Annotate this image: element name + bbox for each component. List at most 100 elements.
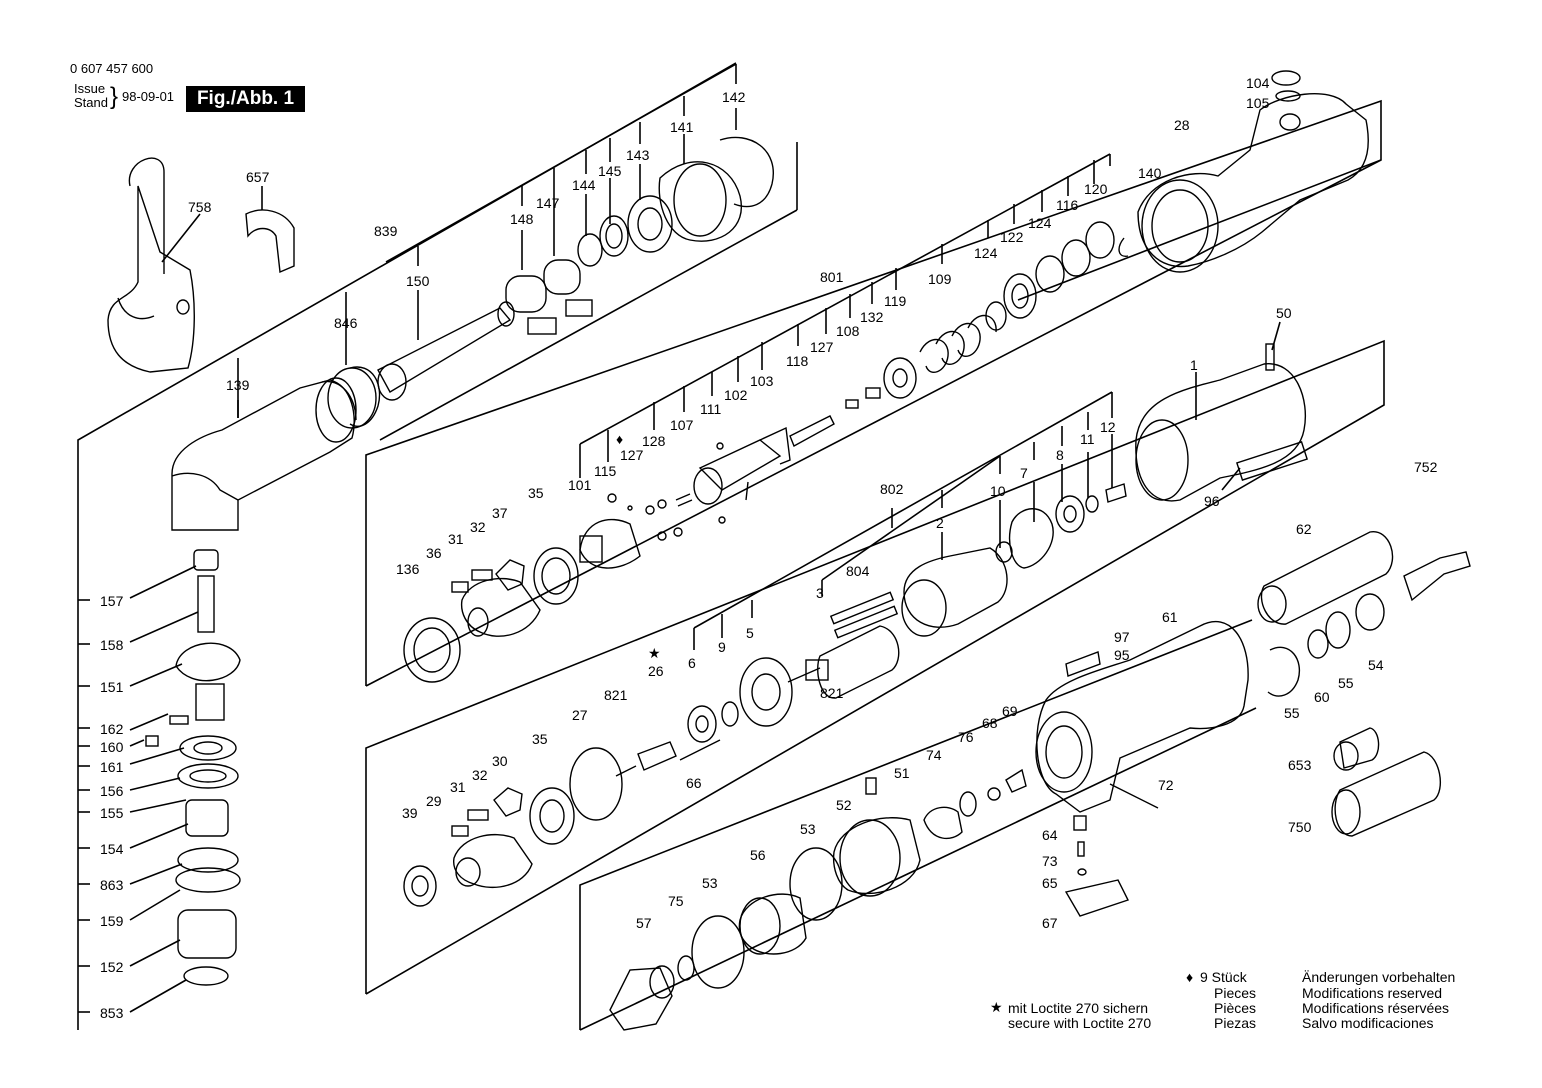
hanger-bracket (128, 157, 165, 274)
label-52: 52 (836, 797, 852, 813)
label-3: 3 (816, 585, 824, 601)
changes-note-fr: Modifications réservées (1302, 1000, 1450, 1016)
label-155: 155 (100, 805, 124, 821)
label-653: 653 (1288, 757, 1312, 773)
label-144: 144 (572, 177, 596, 193)
label-154: 154 (100, 841, 124, 857)
star-marker: ★ (648, 645, 661, 661)
label-120: 120 (1084, 181, 1108, 197)
label-62: 62 (1296, 521, 1312, 537)
label-95: 95 (1114, 647, 1130, 663)
label-54: 54 (1368, 657, 1384, 673)
label-161: 161 (100, 759, 124, 775)
label-101: 101 (568, 477, 592, 493)
label-73: 73 (1042, 853, 1058, 869)
label-26: 26 (648, 663, 664, 679)
label-132: 132 (860, 309, 884, 325)
label-96: 96 (1204, 493, 1220, 509)
label-152: 152 (100, 959, 124, 975)
label-143: 143 (626, 147, 650, 163)
label-32b: 32 (472, 767, 488, 783)
figure-label: Fig./Abb. 1 (186, 86, 305, 112)
label-8: 8 (1056, 447, 1064, 463)
label-128: 128 (642, 433, 666, 449)
count-note-en: Pieces (1214, 985, 1257, 1001)
label-9: 9 (718, 639, 726, 655)
label-156: 156 (100, 783, 124, 799)
label-75: 75 (668, 893, 684, 909)
label-157: 157 (100, 593, 124, 609)
label-37a: 37 (492, 505, 508, 521)
label-104: 104 (1246, 75, 1270, 91)
label-750: 750 (1288, 819, 1312, 835)
label-821b: 821 (820, 685, 844, 701)
label-29: 29 (426, 793, 442, 809)
label-116: 116 (1056, 197, 1079, 213)
label-36: 36 (426, 545, 442, 561)
stand-label: Stand (74, 95, 108, 110)
brace: } (110, 83, 119, 110)
label-141: 141 (670, 119, 694, 135)
label-102: 102 (724, 387, 748, 403)
label-758: 758 (188, 199, 212, 215)
loctite-note-symbol: ★ (990, 999, 1003, 1015)
label-839: 839 (374, 223, 398, 239)
label-53a: 53 (702, 875, 718, 891)
label-65: 65 (1042, 875, 1058, 891)
label-801: 801 (820, 269, 844, 285)
label-107: 107 (670, 417, 694, 433)
label-12: 12 (1100, 419, 1116, 435)
label-97: 97 (1114, 629, 1130, 645)
label-150: 150 (406, 273, 430, 289)
label-6: 6 (688, 655, 696, 671)
label-60: 60 (1314, 689, 1330, 705)
label-148: 148 (510, 211, 534, 227)
label-142: 142 (722, 89, 746, 105)
label-72: 72 (1158, 777, 1174, 793)
label-105: 105 (1246, 95, 1270, 111)
label-32a: 32 (470, 519, 486, 535)
label-145: 145 (598, 163, 622, 179)
label-74: 74 (926, 747, 942, 763)
label-109: 109 (928, 271, 952, 287)
label-863: 863 (100, 877, 124, 893)
label-10: 10 (990, 483, 1006, 499)
label-31a: 31 (448, 531, 464, 547)
label-162: 162 (100, 721, 124, 737)
label-853: 853 (100, 1005, 124, 1021)
changes-note-de: Änderungen vorbehalten (1302, 969, 1456, 985)
label-76: 76 (958, 729, 974, 745)
changes-note-en: Modifications reserved (1302, 985, 1443, 1001)
label-64: 64 (1042, 827, 1058, 843)
label-103: 103 (750, 373, 774, 389)
diamond-marker: ♦ (616, 431, 623, 447)
label-55b: 55 (1338, 675, 1354, 691)
label-7: 7 (1020, 465, 1028, 481)
label-127b: 127 (620, 447, 644, 463)
changes-note-es: Salvo modificaciones (1302, 1015, 1434, 1031)
label-1: 1 (1190, 357, 1198, 373)
loctite-note-en: secure with Loctite 270 (1008, 1015, 1152, 1031)
label-124a: 124 (974, 245, 998, 261)
label-27: 27 (572, 707, 588, 723)
label-57: 57 (636, 915, 652, 931)
label-39: 39 (402, 805, 418, 821)
diamond-note-symbol: ♦ (1186, 969, 1194, 985)
label-139: 139 (226, 377, 250, 393)
issue-label: Issue (74, 81, 106, 96)
label-68: 68 (982, 715, 998, 731)
issue-date: 98-09-01 (122, 89, 175, 104)
label-122: 122 (1000, 229, 1024, 245)
label-118: 118 (786, 353, 809, 369)
label-61: 61 (1162, 609, 1178, 625)
label-108: 108 (836, 323, 860, 339)
label-846: 846 (334, 315, 358, 331)
label-127a: 127 (810, 339, 834, 355)
label-136: 136 (396, 561, 420, 577)
label-160: 160 (100, 739, 124, 755)
label-35b: 35 (532, 731, 548, 747)
label-159: 159 (100, 913, 124, 929)
label-31b: 31 (450, 779, 466, 795)
